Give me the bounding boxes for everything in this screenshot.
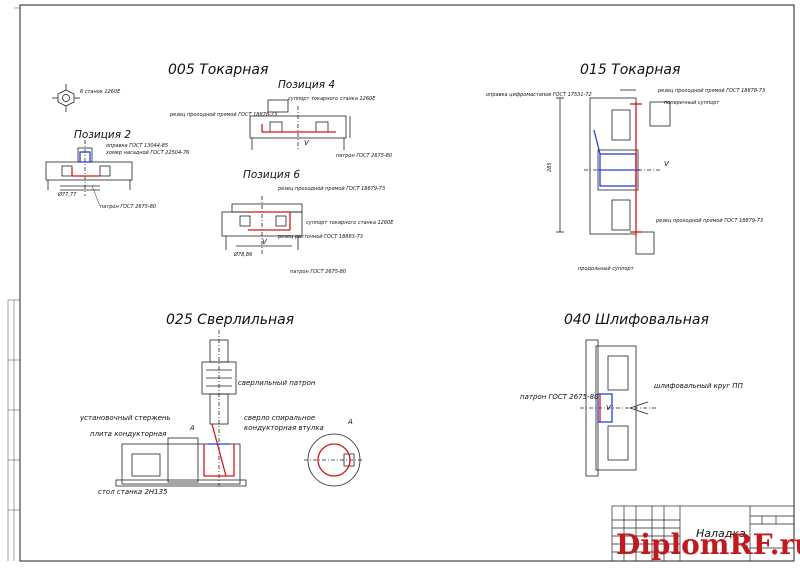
v-label-040: V bbox=[606, 404, 612, 412]
v-label-p6: V bbox=[262, 238, 268, 246]
rezec015a-label: резец проходной прямой ГОСТ 18878-73 bbox=[657, 88, 765, 94]
title-block-name: Наладка bbox=[696, 527, 746, 540]
opravka015-label: оправка цифромастапов ГОСТ 17531-72 bbox=[486, 92, 592, 98]
krug040-label: шлифовальный круг ПП bbox=[654, 382, 744, 390]
v-label-p4: V bbox=[304, 139, 310, 147]
rasto-p6-label: резец расточной ГОСТ 18883-73 bbox=[277, 234, 363, 240]
position-4-title: Позиция 4 bbox=[278, 79, 335, 91]
sverlo-label: сверло спиральное bbox=[244, 414, 315, 422]
patron040-label: патрон ГОСТ 2675-80 bbox=[520, 393, 599, 401]
rezec-p6-label: резец проходной прямой ГОСТ 18879-73 bbox=[277, 186, 385, 192]
patron-p2-label: патрон ГОСТ 2675-80 bbox=[100, 204, 156, 210]
patron025-label: сверлильный патрон bbox=[238, 379, 316, 387]
op040-title: 040 Шлифовальная bbox=[564, 312, 709, 328]
op005-title: 005 Токарная bbox=[168, 62, 268, 78]
vtulka-label: кондукторная втулка bbox=[244, 424, 324, 432]
supp-p6-label: суппорт токарного станка 1260Е bbox=[306, 220, 394, 226]
sterzh-label: установочный стержень bbox=[79, 414, 171, 422]
dim015: 285 bbox=[547, 162, 553, 172]
patron-p6-label: патрон ГОСТ 2675-80 bbox=[290, 269, 346, 275]
op015-title: 015 Токарная bbox=[580, 62, 680, 78]
position-4-drawing bbox=[249, 99, 351, 150]
diplomrf-watermark: DiplomRF.ru bbox=[616, 528, 800, 561]
hex-blank-sketch bbox=[52, 84, 80, 112]
title-block bbox=[611, 505, 795, 562]
position-6-title: Позиция 6 bbox=[243, 169, 300, 181]
prodol015-label: продольный суппорт bbox=[578, 266, 635, 272]
op025-title: 025 Сверлильная bbox=[166, 312, 294, 328]
stol-label: стол станка 2Н135 bbox=[98, 488, 168, 496]
position-2-title: Позиция 2 bbox=[74, 129, 131, 141]
dim-p6: Ø78,86 bbox=[233, 251, 252, 258]
dim-p2: Ø77,77 bbox=[57, 191, 77, 198]
v-label-015: V bbox=[664, 160, 670, 168]
view-a-drawing bbox=[304, 433, 364, 487]
op025-drawing bbox=[115, 330, 247, 487]
poper015-label: поперечный суппорт bbox=[664, 100, 720, 106]
kamen-label: хомер насадной ГОСТ 22504-76 bbox=[105, 150, 189, 156]
op015-drawing bbox=[556, 89, 671, 255]
plita-label: плита кондукторная bbox=[90, 430, 166, 438]
patron-p4-label: патрон ГОСТ 2675-80 bbox=[336, 153, 392, 159]
opravka005-label: оправка ГОСТ 13044-85 bbox=[106, 143, 168, 149]
sheet-frame bbox=[19, 4, 795, 562]
op040-drawing bbox=[580, 339, 656, 477]
supp-p4-label: суппорт токарного станка 1260Е bbox=[288, 96, 376, 102]
stanok-label: 6 станок 1260Е bbox=[80, 89, 121, 95]
view-a-label: А bbox=[347, 418, 353, 426]
view-a-arrow: А bbox=[189, 424, 195, 432]
position-6-drawing bbox=[221, 196, 303, 254]
rezec-p4-label: резец проходной прямой ГОСТ 18878-73 bbox=[169, 112, 277, 118]
rezec015b-label: резец проходной прямой ГОСТ 18879-73 bbox=[655, 218, 763, 224]
